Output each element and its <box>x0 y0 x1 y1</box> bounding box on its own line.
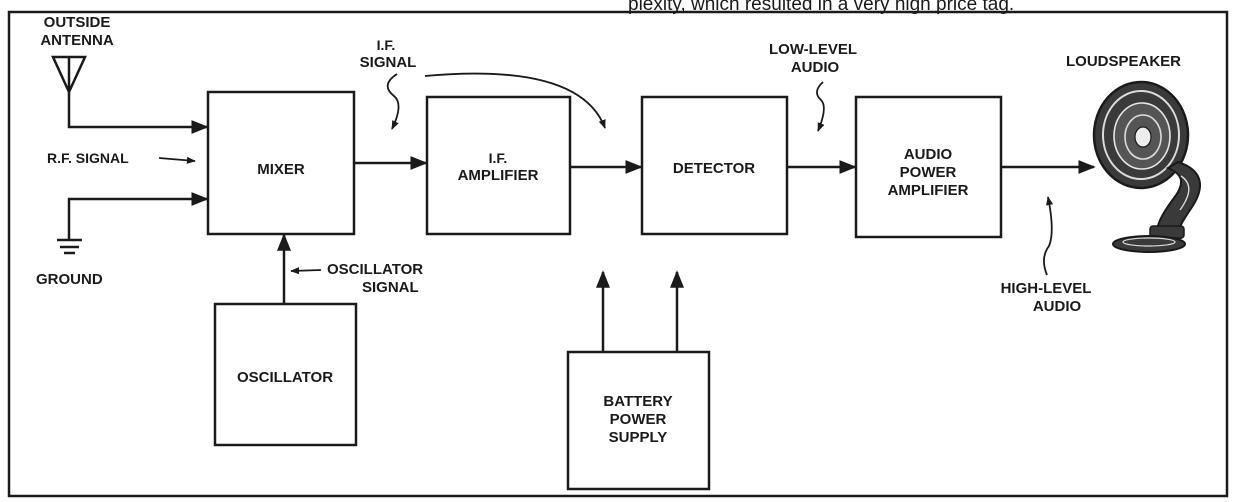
battery-block: BATTERY POWER SUPPLY <box>568 352 709 489</box>
audio-amplifier-label-2: POWER <box>900 164 957 181</box>
antenna-to-mixer-wire <box>69 92 207 127</box>
high-audio-pointer <box>1044 197 1052 275</box>
audio-amplifier-block: AUDIO POWER AMPLIFIER <box>856 97 1001 237</box>
low-audio-label-1: LOW-LEVEL <box>769 41 857 58</box>
high-audio-label-1: HIGH-LEVEL <box>1001 280 1092 297</box>
rf-signal-label: R.F. SIGNAL <box>47 150 129 166</box>
audio-amplifier-label-3: AMPLIFIER <box>888 182 969 199</box>
ground-icon <box>57 240 82 253</box>
low-audio-label-2: AUDIO <box>791 59 840 76</box>
osc-signal-label-1: OSCILLATOR <box>327 261 423 278</box>
osc-signal-pointer <box>291 270 321 271</box>
antenna-label-1: OUTSIDE <box>44 14 111 31</box>
if-amplifier-label-2: AMPLIFIER <box>458 167 539 184</box>
detector-block: DETECTOR <box>642 97 787 234</box>
loudspeaker-label: LOUDSPEAKER <box>1066 53 1181 70</box>
osc-signal-label-2: SIGNAL <box>362 279 419 296</box>
oscillator-label: OSCILLATOR <box>237 369 333 386</box>
battery-label-3: SUPPLY <box>609 429 668 446</box>
mixer-label: MIXER <box>257 161 305 178</box>
if-amplifier-block: I.F. AMPLIFIER <box>427 97 570 234</box>
if-signal-label-1: I.F. <box>377 37 396 53</box>
if-amplifier-label-1: I.F. <box>489 150 508 166</box>
if-signal-pointer-left <box>388 74 399 129</box>
ground-to-mixer-wire <box>69 199 207 240</box>
loudspeaker-icon <box>1094 82 1200 252</box>
detector-label: DETECTOR <box>673 160 755 177</box>
antenna-icon <box>53 57 85 92</box>
battery-label-1: BATTERY <box>603 393 672 410</box>
low-audio-pointer <box>817 82 824 131</box>
audio-amplifier-label-1: AUDIO <box>904 146 953 163</box>
high-audio-label-2: AUDIO <box>1033 298 1082 315</box>
ground-label: GROUND <box>36 271 103 288</box>
battery-label-2: POWER <box>610 411 667 428</box>
oscillator-block: OSCILLATOR <box>215 304 356 445</box>
if-signal-label-2: SIGNAL <box>360 54 417 71</box>
antenna-label-2: ANTENNA <box>40 32 113 49</box>
mixer-block: MIXER <box>208 92 354 234</box>
rf-signal-pointer <box>159 158 195 161</box>
